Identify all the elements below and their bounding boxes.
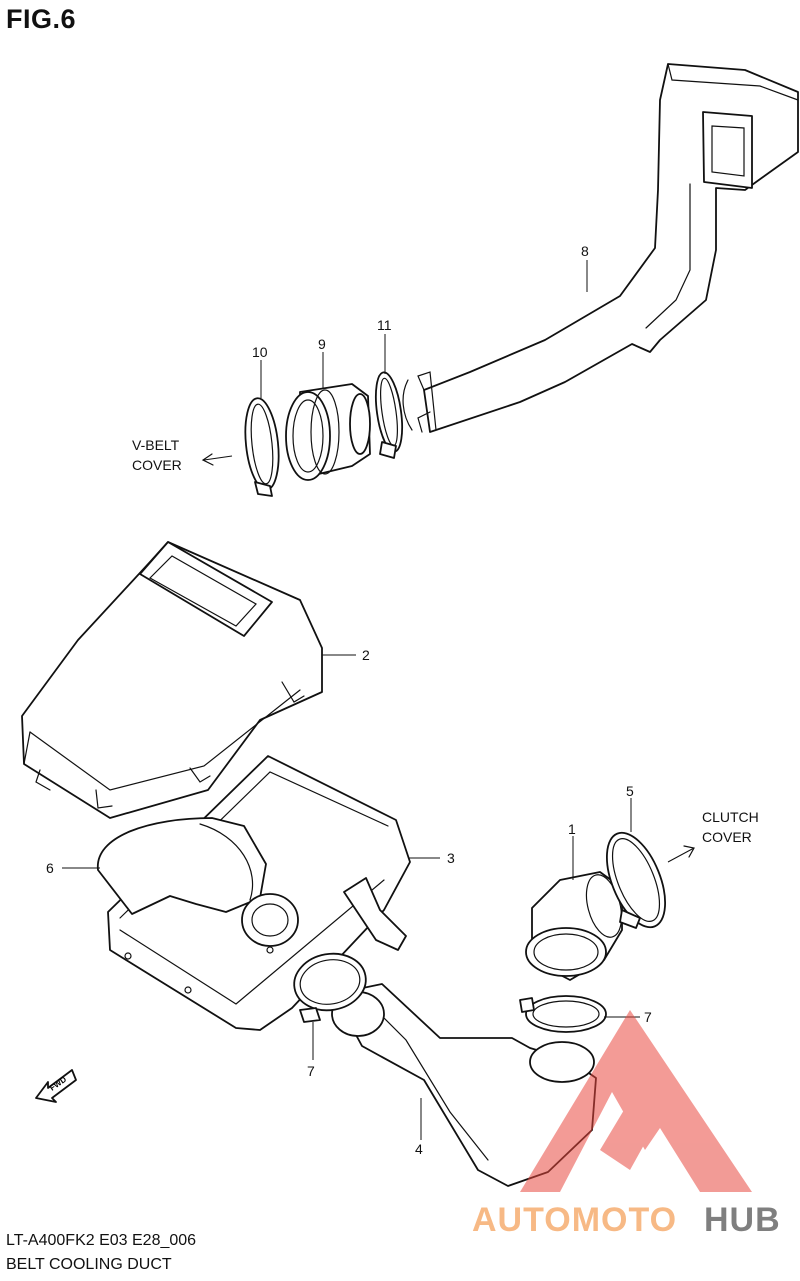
- arrow-left-icon: [201, 453, 214, 466]
- callout-3: 3: [447, 850, 455, 866]
- callout-10: 10: [252, 344, 268, 360]
- gasket-part-5: [606, 831, 666, 929]
- hose-clamp-part-7-left: [293, 952, 367, 1023]
- watermark-word-automoto: AUTOMOTO: [472, 1201, 677, 1239]
- callout-11: 11: [377, 317, 392, 333]
- air-box-cover-part-2: [21, 541, 323, 819]
- callout-5: 5: [626, 783, 634, 799]
- watermark-logo-icon: [520, 1010, 752, 1192]
- arrow-right-icon: [683, 845, 695, 858]
- duct-joint-part-9: [285, 383, 371, 481]
- clutch-label-line1: CLUTCH: [702, 809, 759, 825]
- callout-7-left: 7: [307, 1063, 315, 1079]
- upper-cooling-duct-part-8: [402, 63, 799, 433]
- automotohub-watermark: AUTOMOTO HUB: [472, 1010, 781, 1239]
- v-belt-label-line1: V-BELT: [132, 437, 180, 453]
- clutch-cover-note: CLUTCH COVER: [667, 809, 759, 863]
- watermark-word-hub: HUB: [704, 1201, 781, 1239]
- v-belt-cover-note: V-BELT COVER: [132, 437, 233, 473]
- inner-duct-part-6: [97, 817, 299, 947]
- gasket-part-10: [244, 397, 280, 497]
- elbow-boot-part-1: [525, 871, 623, 981]
- callout-4: 4: [415, 1141, 423, 1157]
- callout-9: 9: [318, 336, 326, 352]
- clutch-label-line2: COVER: [702, 829, 752, 845]
- callout-7-right: 7: [644, 1009, 652, 1025]
- callout-8: 8: [581, 243, 589, 259]
- leader-lines: [62, 260, 640, 1140]
- hose-clamp-part-7-right: [519, 995, 607, 1033]
- callout-2: 2: [362, 647, 370, 663]
- figure-title: FIG.6: [6, 4, 77, 34]
- clamp-part-11: [374, 371, 404, 459]
- callout-1: 1: [568, 821, 576, 837]
- forward-arrow-icon: FWD: [35, 1069, 77, 1103]
- v-belt-label-line2: COVER: [132, 457, 182, 473]
- diagram-caption: BELT COOLING DUCT: [6, 1256, 172, 1273]
- callout-6: 6: [46, 860, 54, 876]
- model-code: LT-A400FK2 E03 E28_006: [6, 1232, 197, 1249]
